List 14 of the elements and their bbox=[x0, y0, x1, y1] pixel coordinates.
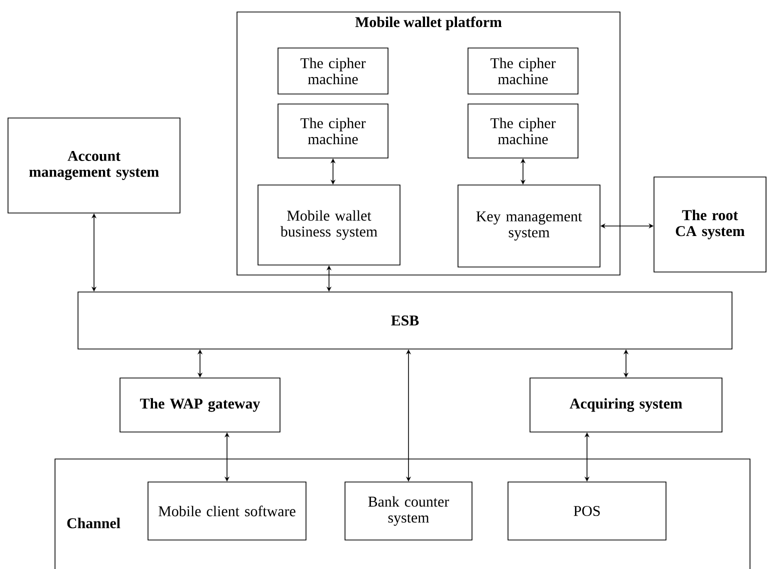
system-box: Bank counter system bbox=[344, 482, 472, 540]
system-box: Account management system bbox=[8, 118, 180, 214]
system-box: Mobile wallet business system bbox=[258, 184, 400, 266]
system-box: The WAP gateway bbox=[120, 378, 280, 432]
system-box: The cipher machine bbox=[278, 48, 388, 94]
system-box: Mobile client software bbox=[148, 482, 306, 540]
system-box: The cipher machine bbox=[278, 104, 388, 158]
system-box: Acquiring system bbox=[530, 378, 722, 432]
system-box: The root CA system bbox=[654, 176, 766, 272]
system-box: The cipher machine bbox=[468, 48, 578, 94]
system-box: The cipher machine bbox=[468, 104, 578, 158]
system-box: ESB bbox=[78, 292, 732, 350]
system-box: Key management system bbox=[458, 184, 600, 268]
system-box: POS bbox=[508, 482, 666, 540]
